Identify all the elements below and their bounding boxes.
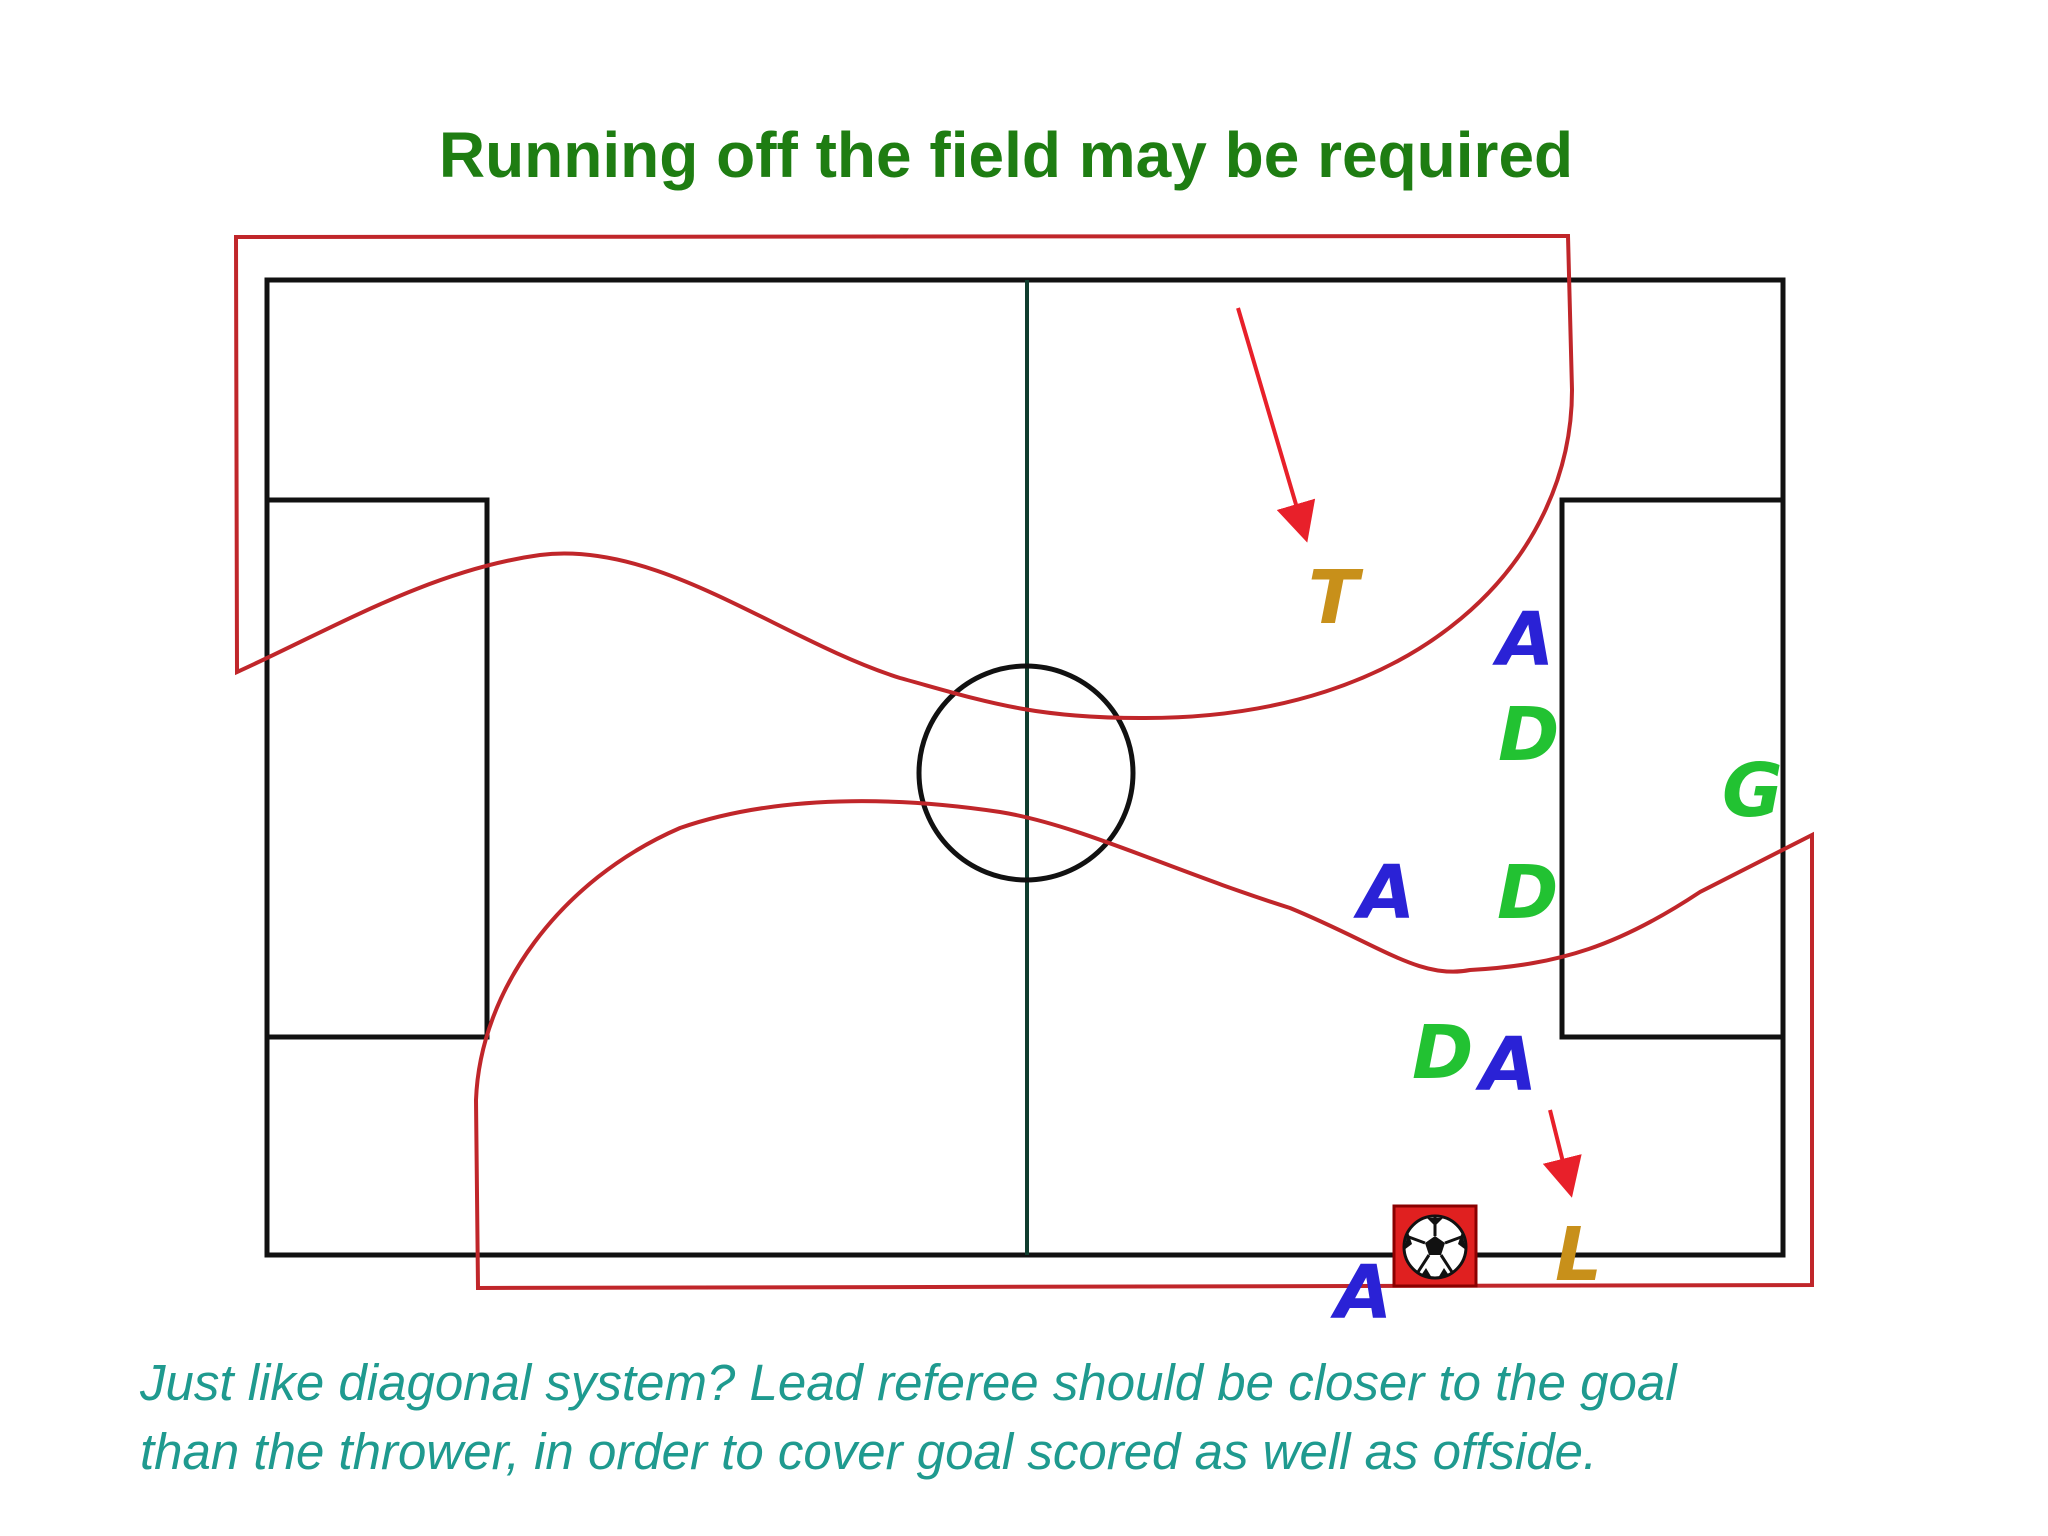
caption-line-2: than the thrower, in order to cover goal… [140,1423,1598,1480]
attacker-marker: A [1492,597,1554,683]
attacker-marker: A [1330,1250,1392,1336]
goalkeeper-marker: G [1722,748,1783,834]
lead-movement-arrow [1542,1109,1582,1198]
attacker-marker: A [1475,1022,1537,1108]
lead-referee-marker: L [1555,1212,1602,1298]
defender-marker: D [1498,692,1559,778]
defender-marker: D [1412,1010,1473,1096]
right-penalty-area [1559,497,1786,1040]
defender-marker: D [1497,850,1558,936]
trail-coverage-path [233,233,1575,721]
caption-line-1: Just like diagonal system? Lead referee … [140,1354,1677,1411]
slide-caption: Just like diagonal system? Lead referee … [140,1348,2020,1486]
left-penalty-area [264,497,490,1040]
soccer-ball-icon [1402,1214,1468,1280]
lead-coverage-path [473,799,1814,1291]
trail-movement-arrow [1236,307,1316,543]
attacker-marker: A [1353,850,1415,936]
slide-title: Running off the field may be required [438,119,1574,191]
center-circle [916,663,1136,883]
trail-referee-marker: T [1308,555,1364,641]
ball-marker [1392,1204,1478,1288]
